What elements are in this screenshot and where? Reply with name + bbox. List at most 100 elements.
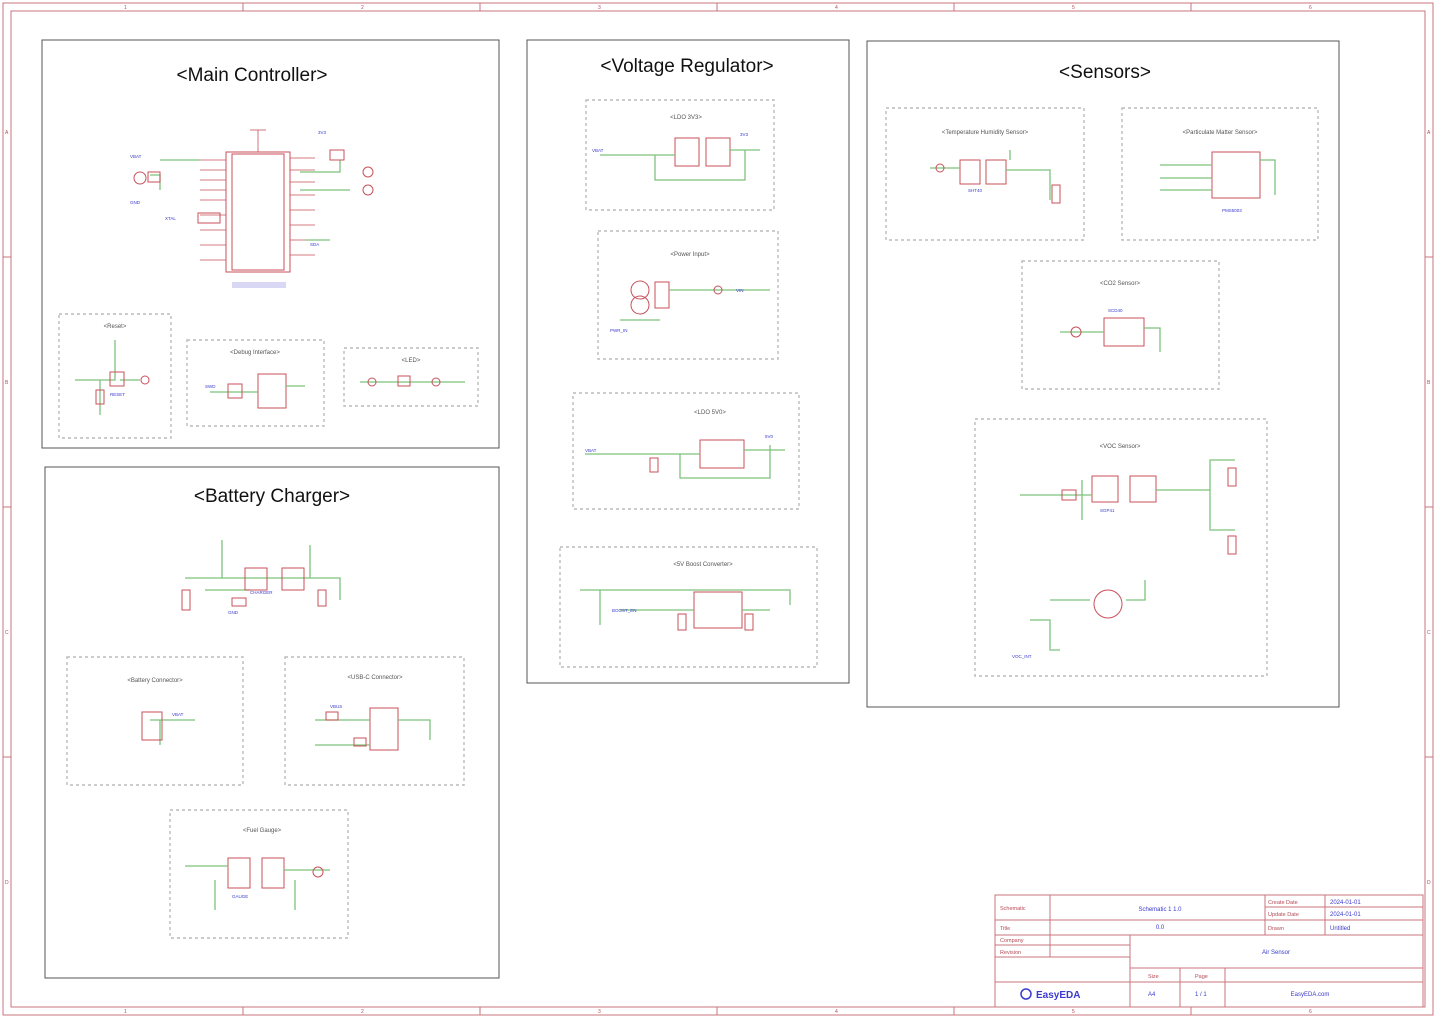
tb-updated-value: 2024-01-01 bbox=[1330, 912, 1361, 918]
border-ticks bbox=[3, 3, 1433, 1015]
row-marker: C bbox=[5, 630, 9, 636]
svg-text:PWR_IN: PWR_IN bbox=[610, 328, 628, 333]
col-marker: 4 bbox=[835, 1009, 838, 1015]
svg-text:VBUS: VBUS bbox=[330, 704, 342, 709]
row-marker: B bbox=[1427, 380, 1431, 386]
svg-text:XTAL: XTAL bbox=[165, 216, 176, 221]
tb-version-label: Revision bbox=[1000, 950, 1021, 956]
tb-page-value: 1 / 1 bbox=[1195, 992, 1207, 998]
svg-text:VIN: VIN bbox=[736, 288, 744, 293]
row-marker: C bbox=[1427, 630, 1431, 636]
ldo-5v0-subcircuit[interactable]: <LDO 5V0> VBAT 5V0 bbox=[572, 392, 800, 510]
battery-charger-block[interactable]: <Battery Charger> CHARGER GND <Battery C… bbox=[44, 466, 500, 979]
tb-schematic-value: Schematic 1 1.0 bbox=[1138, 907, 1182, 913]
tb-sheet-label: Title bbox=[1000, 926, 1010, 932]
tb-updated-label: Update Date bbox=[1268, 912, 1299, 918]
svg-text:VBAT: VBAT bbox=[592, 148, 604, 153]
tb-schematic-label: Schematic bbox=[1000, 906, 1026, 912]
temp-humidity-subcircuit-title: <Temperature Humidity Sensor> bbox=[942, 130, 1029, 136]
svg-text:VBAT: VBAT bbox=[130, 154, 142, 159]
tb-size-value: A4 bbox=[1148, 992, 1156, 998]
svg-text:SCD40: SCD40 bbox=[1108, 308, 1123, 313]
svg-text:3V3: 3V3 bbox=[318, 130, 327, 135]
particulate-subcircuit-title: <Particulate Matter Sensor> bbox=[1183, 130, 1258, 136]
row-marker: D bbox=[5, 880, 9, 886]
battery-connector-subcircuit-title: <Battery Connector> bbox=[127, 678, 183, 684]
row-marker: B bbox=[5, 380, 9, 386]
voc-subcircuit-title: <VOC Sensor> bbox=[1100, 444, 1141, 450]
svg-text:VOC_INT: VOC_INT bbox=[1012, 654, 1032, 659]
tb-created-value: 2024-01-01 bbox=[1330, 900, 1361, 906]
svg-text:VBAT: VBAT bbox=[585, 448, 597, 453]
charger-ic-circuit: CHARGER GND bbox=[181, 540, 341, 615]
column-markers-top: 1 2 3 4 5 6 bbox=[124, 5, 1312, 11]
boost-converter-subcircuit[interactable]: <5V Boost Converter> BOOST_EN bbox=[559, 546, 818, 668]
power-input-subcircuit[interactable]: <Power Input> PWR_IN VIN bbox=[597, 230, 779, 360]
temp-humidity-subcircuit[interactable]: <Temperature Humidity Sensor> SHT40 bbox=[885, 107, 1085, 241]
col-marker: 2 bbox=[361, 1009, 364, 1015]
svg-text:5V0: 5V0 bbox=[765, 434, 774, 439]
svg-text:SGP41: SGP41 bbox=[1100, 508, 1115, 513]
svg-text:GAUGE: GAUGE bbox=[232, 894, 248, 899]
boost-converter-subcircuit-title: <5V Boost Converter> bbox=[673, 562, 733, 568]
svg-text:SDA: SDA bbox=[310, 242, 319, 247]
col-marker: 5 bbox=[1072, 1009, 1075, 1015]
led-subcircuit-title: <LED> bbox=[402, 358, 421, 364]
tb-sheet-value: 0.0 bbox=[1156, 925, 1165, 931]
row-marker: A bbox=[5, 130, 9, 136]
sheet-inner-border bbox=[10, 10, 1426, 1008]
voltage-regulator-title: <Voltage Regulator> bbox=[600, 56, 773, 77]
col-marker: 4 bbox=[835, 5, 838, 11]
logo-text: EasyEDA bbox=[1036, 990, 1080, 1001]
main-controller-block[interactable]: <Main Controller> VBAT bbox=[41, 39, 500, 449]
sensors-block[interactable]: <Sensors> <Temperature Humidity Sensor> … bbox=[866, 40, 1340, 708]
col-marker: 6 bbox=[1309, 1009, 1312, 1015]
row-marker: A bbox=[1427, 130, 1431, 136]
fuel-gauge-subcircuit-title: <Fuel Gauge> bbox=[243, 828, 282, 834]
co2-subcircuit[interactable]: <CO2 Sensor> SCD40 bbox=[1021, 260, 1220, 390]
voltage-regulator-frame bbox=[526, 39, 850, 684]
main-controller-title: <Main Controller> bbox=[176, 65, 327, 86]
particulate-subcircuit[interactable]: <Particulate Matter Sensor> PMS5003 bbox=[1121, 107, 1319, 241]
tb-drawn-value: Untitled bbox=[1330, 926, 1350, 932]
voc-subcircuit[interactable]: <VOC Sensor> VOC_INT SGP41 bbox=[974, 418, 1268, 677]
svg-text:GND: GND bbox=[130, 200, 141, 205]
tb-created-label: Create Date bbox=[1268, 900, 1298, 906]
voltage-regulator-block[interactable]: <Voltage Regulator> <LDO 3V3> VBAT 3V3 <… bbox=[526, 39, 850, 684]
usbc-connector-subcircuit-title: <USB-C Connector> bbox=[347, 675, 403, 681]
tb-page-label: Page bbox=[1195, 974, 1208, 980]
svg-text:SWD: SWD bbox=[205, 384, 216, 389]
reset-subcircuit[interactable]: <Reset> RESET bbox=[58, 313, 172, 439]
co2-subcircuit-title: <CO2 Sensor> bbox=[1100, 281, 1141, 287]
ldo-3v3-subcircuit[interactable]: <LDO 3V3> VBAT 3V3 bbox=[585, 99, 775, 211]
power-input-subcircuit-title: <Power Input> bbox=[670, 252, 710, 258]
debug-subcircuit[interactable]: <Debug Interface> SWD bbox=[186, 339, 325, 427]
svg-text:GND: GND bbox=[228, 610, 239, 615]
row-markers-left: A B C D bbox=[5, 130, 9, 886]
svg-text:PMS5003: PMS5003 bbox=[1222, 208, 1242, 213]
main-controller-frame bbox=[41, 39, 500, 449]
mcu-peripheral-components: VBAT XTAL 3V3 SDA GND bbox=[130, 130, 374, 247]
ldo-3v3-subcircuit-title: <LDO 3V3> bbox=[670, 115, 702, 121]
battery-charger-title: <Battery Charger> bbox=[194, 486, 350, 507]
ldo-5v0-subcircuit-title: <LDO 5V0> bbox=[694, 410, 726, 416]
sensors-frame bbox=[866, 40, 1340, 708]
col-marker: 3 bbox=[598, 1009, 601, 1015]
fuel-gauge-subcircuit[interactable]: <Fuel Gauge> GAUGE bbox=[169, 809, 349, 939]
svg-text:SHT40: SHT40 bbox=[968, 188, 983, 193]
debug-subcircuit-title: <Debug Interface> bbox=[230, 350, 280, 356]
battery-connector-subcircuit[interactable]: <Battery Connector> VBAT bbox=[66, 656, 244, 786]
tb-project-value: Air Sensor bbox=[1262, 950, 1290, 956]
tb-drawn-label: Drawn bbox=[1268, 926, 1284, 932]
mcu-symbol bbox=[200, 129, 315, 288]
led-subcircuit[interactable]: <LED> bbox=[343, 347, 479, 407]
usbc-connector-subcircuit[interactable]: <USB-C Connector> VBUS bbox=[284, 656, 465, 786]
col-marker: 1 bbox=[124, 5, 127, 11]
battery-charger-frame bbox=[44, 466, 500, 979]
col-marker: 5 bbox=[1072, 5, 1075, 11]
col-marker: 6 bbox=[1309, 5, 1312, 11]
row-markers-right: A B C D bbox=[1427, 130, 1431, 886]
col-marker: 3 bbox=[598, 5, 601, 11]
